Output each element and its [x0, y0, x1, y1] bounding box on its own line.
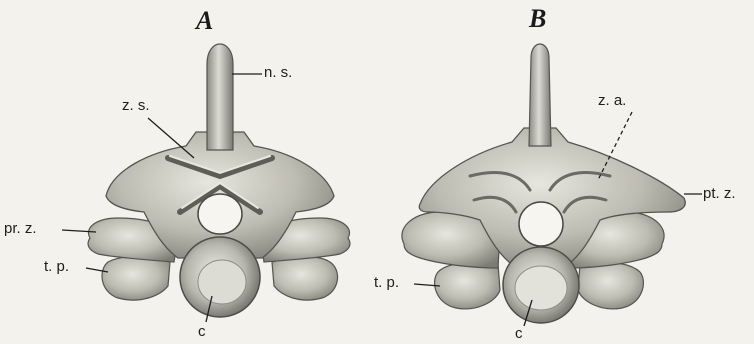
vertebra-b-centrum-cup — [515, 266, 567, 310]
panel-letter-a: A — [196, 8, 213, 34]
label-b-tp: t. p. — [374, 275, 399, 291]
vertebra-a-drawing — [88, 44, 350, 317]
panel-letter-b: B — [529, 6, 546, 32]
vertebra-a-centrum-cup — [198, 260, 246, 304]
vertebra-b-neural-spine — [529, 44, 551, 146]
label-a-c: c — [198, 324, 206, 340]
vertebra-a-transverse-process-left — [102, 257, 170, 300]
vertebra-a-transverse-process-right — [272, 257, 338, 300]
label-b-ptz: pt. z. — [703, 186, 736, 202]
label-b-za: z. a. — [598, 93, 626, 109]
vertebra-a-neural-canal — [198, 194, 242, 234]
vertebra-a-neural-spine — [207, 44, 233, 150]
label-b-c: c — [515, 326, 523, 342]
label-a-tp: t. p. — [44, 259, 69, 275]
vertebra-b-neural-canal — [519, 202, 563, 246]
label-a-ns: n. s. — [264, 65, 292, 81]
vertebra-b-drawing — [402, 44, 685, 323]
vertebra-b-transverse-process-left — [435, 262, 500, 309]
label-a-prz: pr. z. — [4, 221, 37, 237]
vertebra-b-transverse-process-right — [578, 262, 643, 309]
label-a-zs: z. s. — [122, 98, 150, 114]
